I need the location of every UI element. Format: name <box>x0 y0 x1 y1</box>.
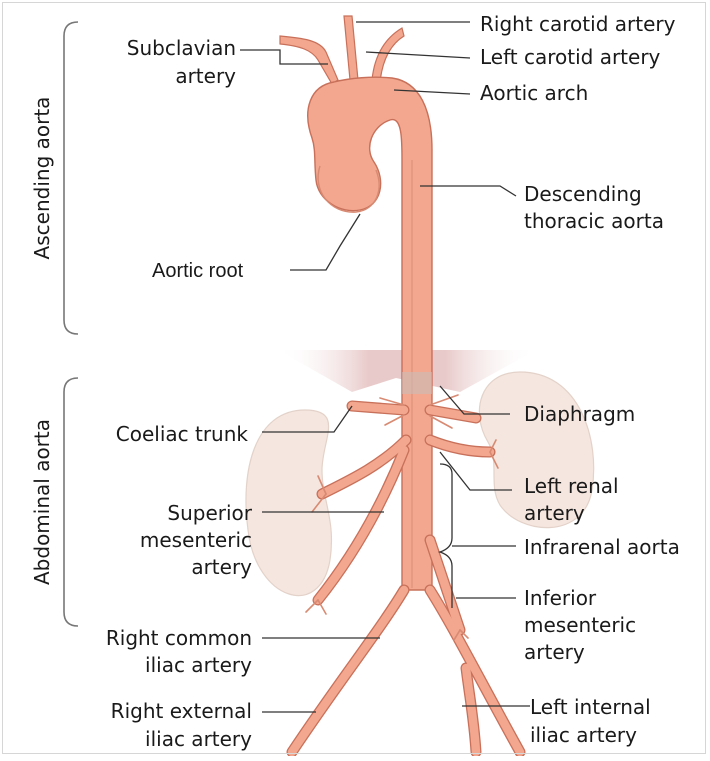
descending-leader <box>420 186 516 196</box>
abdominal-bracket <box>64 378 78 626</box>
label-infrarenal: Infrarenal aorta <box>524 535 680 559</box>
ascending-aorta-label: Ascending aorta <box>30 97 54 260</box>
label-subclavian-1: Subclavian <box>127 36 236 60</box>
label-superior-mes-1: Superior <box>167 501 252 525</box>
label-aortic-arch: Aortic arch <box>480 81 588 105</box>
arch-branches <box>280 16 404 84</box>
label-left-renal-2: artery <box>524 501 585 525</box>
label-right-external-2: iliac artery <box>145 727 252 751</box>
label-inferior-mes-2: mesenteric <box>524 613 636 637</box>
right-carotid-vessel <box>344 16 358 80</box>
label-right-carotid: Right carotid artery <box>480 12 676 36</box>
label-left-renal-1: Left renal <box>524 474 619 498</box>
label-right-external-1: Right external <box>111 699 252 723</box>
abdominal-aorta-label: Abdominal aorta <box>30 419 54 585</box>
ascending-bracket <box>64 22 78 334</box>
label-aortic-root: Aortic root <box>152 260 244 282</box>
label-inferior-mes-1: Inferior <box>524 586 597 610</box>
label-subclavian-2: artery <box>175 64 236 88</box>
label-right-common-1: Right common <box>106 626 252 650</box>
label-right-common-2: iliac artery <box>145 653 252 677</box>
label-coeliac: Coeliac trunk <box>116 422 249 446</box>
label-descending-1: Descending <box>524 182 642 206</box>
label-left-internal-1: Left internal <box>530 695 651 719</box>
label-diaphragm: Diaphragm <box>524 402 635 426</box>
subclavian-artery-vessel <box>280 36 338 84</box>
label-left-internal-2: iliac artery <box>530 723 637 747</box>
aortic-root-leader <box>290 214 360 270</box>
label-superior-mes-3: artery <box>191 555 252 579</box>
label-superior-mes-2: mesenteric <box>140 528 252 552</box>
label-inferior-mes-3: artery <box>524 640 585 664</box>
left-carotid-vessel <box>372 28 404 82</box>
labels: Right carotid artery Left carotid artery… <box>106 12 680 751</box>
label-left-carotid: Left carotid artery <box>480 45 661 69</box>
label-descending-2: thoracic aorta <box>524 209 664 233</box>
